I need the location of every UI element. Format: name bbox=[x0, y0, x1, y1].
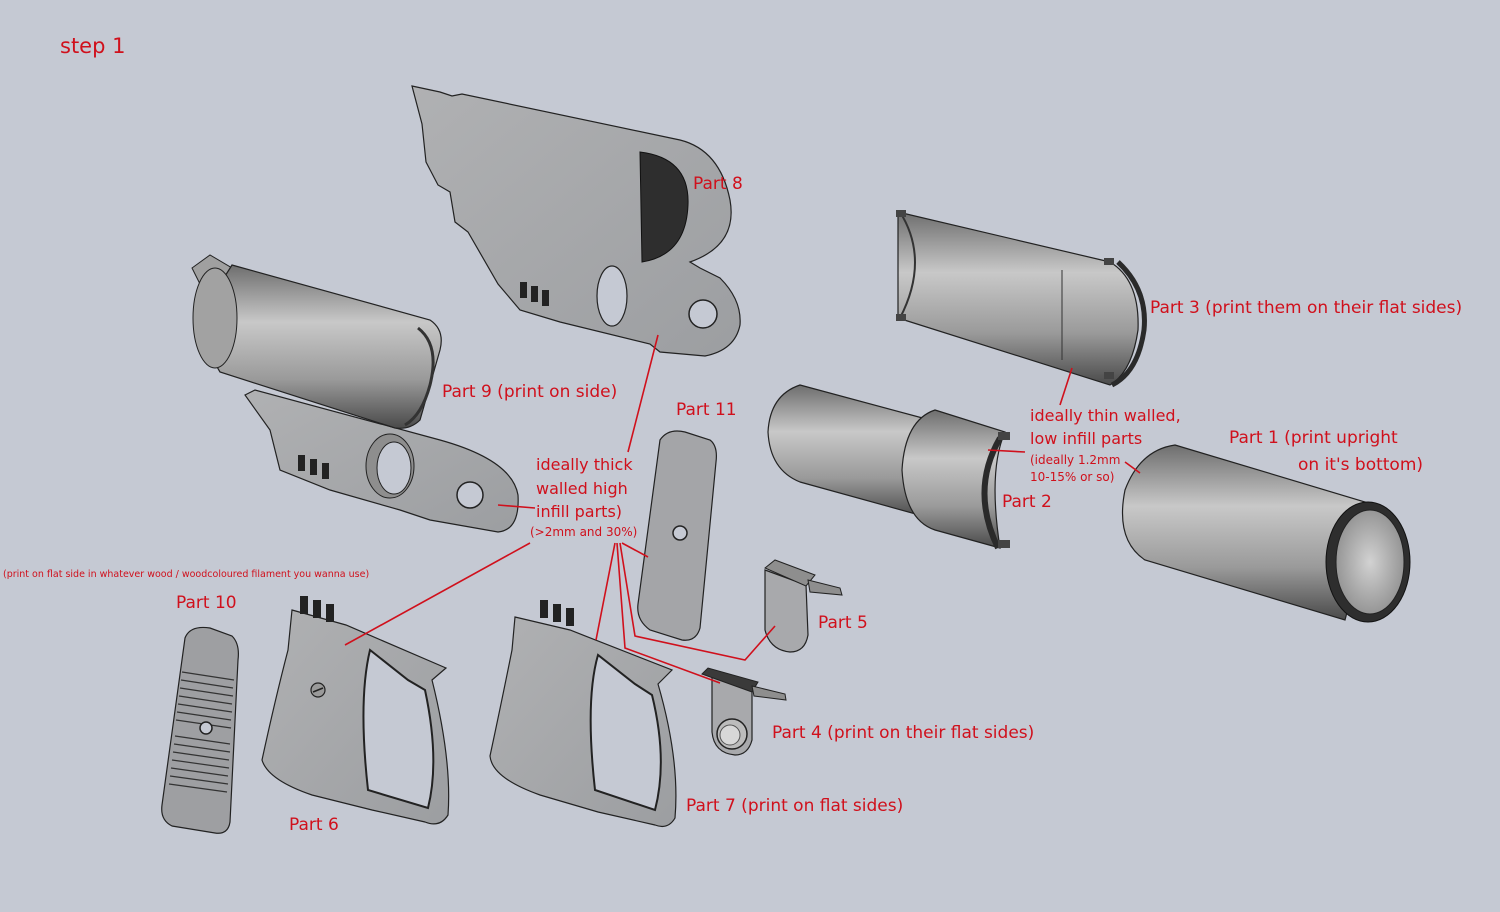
leader-thick-to-part-4 bbox=[616, 542, 721, 684]
part-3-label: Part 3 (print them on their flat sides) bbox=[1150, 298, 1463, 318]
leader-thick-to-part-11 bbox=[621, 542, 649, 558]
part-4-shape bbox=[701, 667, 787, 756]
thin-note-detail2: 10-15% or so) bbox=[1030, 470, 1115, 484]
thin-note-line1: ideally thin walled, bbox=[1030, 406, 1181, 425]
part-3-shape bbox=[896, 210, 1147, 388]
thick-note-line3: infill parts) bbox=[536, 502, 623, 521]
part-1-label-line2: on it's bottom) bbox=[1298, 455, 1424, 475]
step-title: step 1 bbox=[60, 34, 126, 58]
part-9-label: Part 9 (print on side) bbox=[442, 382, 618, 402]
thin-note-detail1: (ideally 1.2mm bbox=[1030, 453, 1121, 467]
part-2-shape bbox=[767, 384, 1010, 550]
part-9-shape bbox=[191, 254, 519, 533]
part-7-shape bbox=[489, 600, 677, 828]
part-10-shape bbox=[161, 626, 239, 834]
leader-lines bbox=[344, 334, 1141, 684]
leader-thick-to-part-6 bbox=[344, 542, 531, 646]
leader-thick-to-part-8 bbox=[627, 334, 659, 453]
part-11-label: Part 11 bbox=[676, 400, 737, 420]
thin-note-line2: low infill parts bbox=[1030, 429, 1143, 448]
part-7-label: Part 7 (print on flat sides) bbox=[686, 796, 904, 816]
thick-note-line2: walled high bbox=[536, 479, 628, 498]
thick-note-line1: ideally thick bbox=[536, 455, 633, 474]
leader-thick-to-part-5 bbox=[619, 542, 776, 661]
thick-note-detail: (>2mm and 30%) bbox=[530, 525, 638, 539]
part-1-shape bbox=[1122, 444, 1411, 623]
part-1-label: Part 1 (print upright bbox=[1229, 428, 1398, 448]
leader-thin-to-part-1 bbox=[1124, 461, 1141, 474]
part-8-label: Part 8 bbox=[693, 174, 743, 194]
part-6-label: Part 6 bbox=[289, 815, 339, 835]
leader-thin-to-part-2 bbox=[987, 449, 1026, 453]
part-5-shape bbox=[764, 559, 843, 653]
part-11-shape bbox=[637, 430, 717, 641]
part-10-label: Part 10 bbox=[176, 593, 237, 613]
part-8-shape bbox=[411, 85, 741, 357]
wood-note: (print on flat side in whatever wood / w… bbox=[3, 569, 370, 580]
leader-thick-to-part-7 bbox=[595, 542, 616, 641]
part-4-label: Part 4 (print on their flat sides) bbox=[772, 723, 1035, 743]
part-5-label: Part 5 bbox=[818, 613, 868, 633]
part-6-shape bbox=[261, 596, 450, 825]
part-2-label: Part 2 bbox=[1002, 492, 1052, 512]
leader-thick-to-part-9 bbox=[497, 504, 536, 509]
leader-thin-to-part-3 bbox=[1059, 367, 1073, 406]
